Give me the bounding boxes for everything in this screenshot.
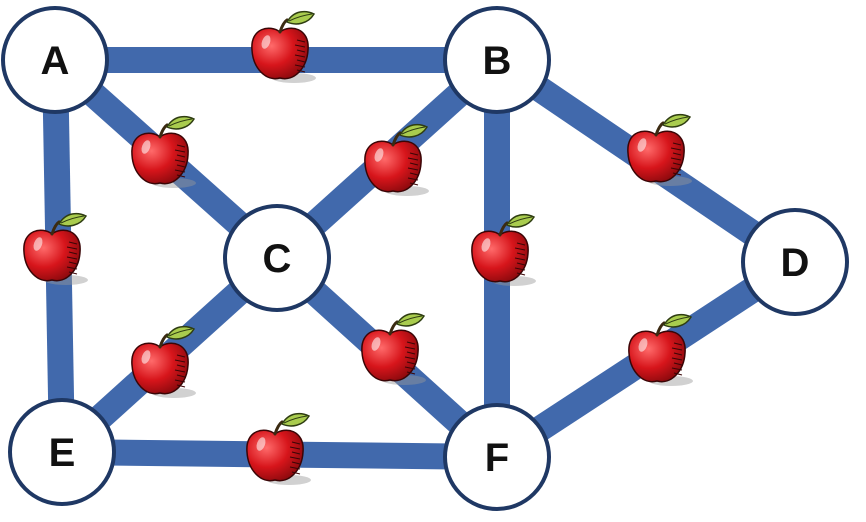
apple-icon bbox=[23, 212, 88, 285]
node-f: F bbox=[443, 403, 551, 511]
apple-icon bbox=[251, 10, 316, 83]
node-label: F bbox=[485, 436, 509, 480]
apple-icon bbox=[471, 213, 536, 286]
node-circle bbox=[443, 403, 551, 511]
apple-icon bbox=[628, 313, 693, 386]
node-c: C bbox=[223, 204, 331, 312]
node-circle bbox=[223, 204, 331, 312]
node-circle bbox=[8, 398, 116, 506]
node-label: D bbox=[781, 241, 810, 285]
apple-icon bbox=[131, 115, 196, 188]
node-circle bbox=[741, 208, 849, 316]
apple-icon bbox=[131, 325, 196, 398]
node-b: B bbox=[443, 6, 551, 114]
apple-icon bbox=[246, 412, 311, 485]
node-label: A bbox=[41, 39, 70, 83]
apples-layer bbox=[23, 10, 693, 485]
node-label: C bbox=[263, 237, 292, 281]
apple-icon bbox=[627, 113, 692, 186]
node-circle bbox=[1, 6, 109, 114]
node-e: E bbox=[8, 398, 116, 506]
apple-icon bbox=[364, 123, 429, 196]
node-circle bbox=[443, 6, 551, 114]
node-label: E bbox=[49, 431, 76, 475]
node-a: A bbox=[1, 6, 109, 114]
node-label: B bbox=[483, 39, 512, 83]
nodes-layer: A B C D E F bbox=[1, 6, 849, 511]
node-d: D bbox=[741, 208, 849, 316]
apple-icon bbox=[361, 312, 426, 385]
